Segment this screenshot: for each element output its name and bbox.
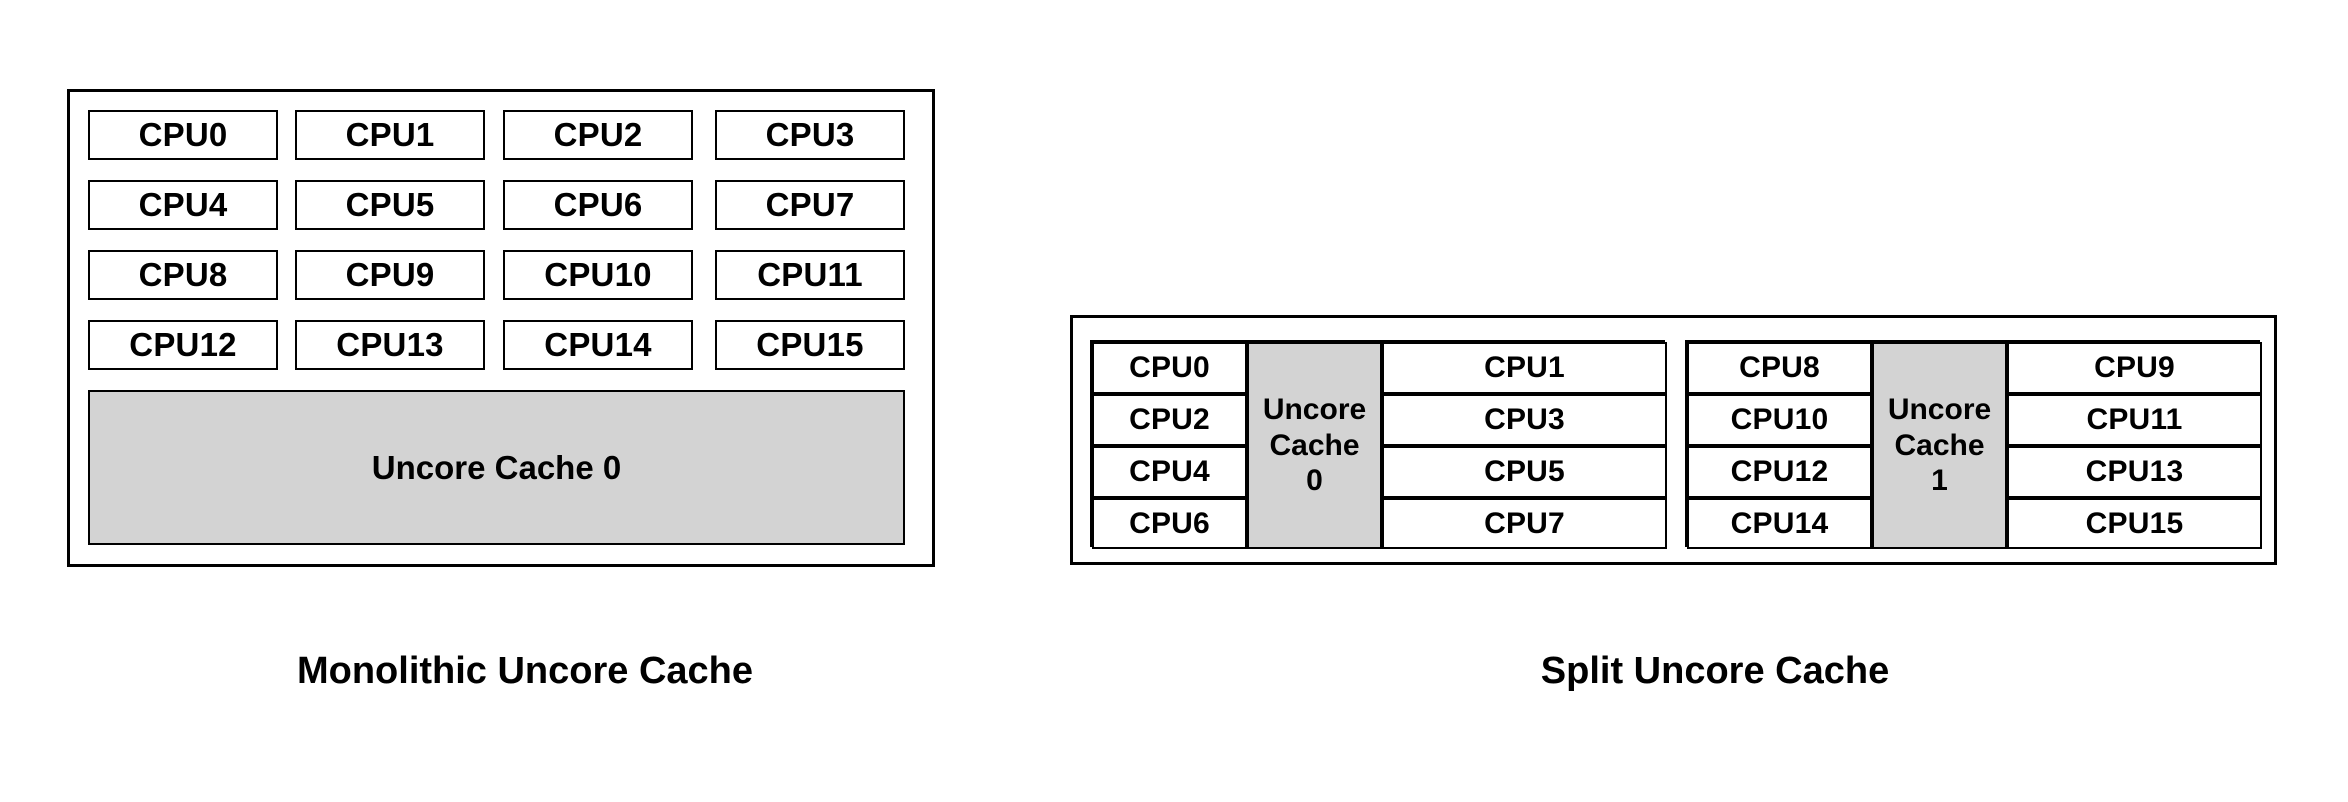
uncore-cache-label-line: 0 <box>1306 464 1323 498</box>
cpu-box: CPU2 <box>1092 394 1247 446</box>
cluster-group-1: CPU8 CPU10 CPU12 CPU14 Uncore Cache 1 CP… <box>1685 340 2262 549</box>
uncore-cache-label-line: 1 <box>1931 464 1948 498</box>
cpu-box: CPU14 <box>1687 498 1872 549</box>
cpu-box: CPU6 <box>1092 498 1247 549</box>
cpu-box: CPU9 <box>295 250 485 300</box>
split-package-outline: CPU0 CPU2 CPU4 CPU6 Uncore Cache 0 CPU1 … <box>1070 315 2277 565</box>
uncore-cache-label-line: Cache <box>1894 428 1985 462</box>
cpu-box: CPU1 <box>1382 342 1667 394</box>
cpu-box: CPU10 <box>503 250 693 300</box>
uncore-cache-block: Uncore Cache 0 <box>88 390 905 545</box>
uncore-cache-label-line: Uncore <box>1262 393 1367 427</box>
cpu-box: CPU4 <box>88 180 278 230</box>
cpu-box: CPU13 <box>295 320 485 370</box>
cpu-box: CPU7 <box>1382 498 1667 549</box>
cpu-box: CPU10 <box>1687 394 1872 446</box>
cpu-box: CPU8 <box>1687 342 1872 394</box>
cpu-box: CPU4 <box>1092 446 1247 498</box>
cpu-box: CPU7 <box>715 180 905 230</box>
cpu-box: CPU3 <box>1382 394 1667 446</box>
cpu-box: CPU3 <box>715 110 905 160</box>
cpu-box: CPU0 <box>1092 342 1247 394</box>
monolithic-uncore-cache-figure: CPU0 CPU1 CPU2 CPU3 CPU4 CPU5 CPU6 CPU7 … <box>0 0 1000 802</box>
cpu-box: CPU11 <box>2007 394 2262 446</box>
uncore-cache-block: Uncore Cache 1 <box>1872 342 2007 549</box>
uncore-cache-block: Uncore Cache 0 <box>1247 342 1382 549</box>
cpu-box: CPU14 <box>503 320 693 370</box>
uncore-cache-label-line: Uncore <box>1887 393 1992 427</box>
cpu-box: CPU12 <box>1687 446 1872 498</box>
cpu-box: CPU1 <box>295 110 485 160</box>
cpu-box: CPU15 <box>715 320 905 370</box>
cpu-box: CPU12 <box>88 320 278 370</box>
cpu-box: CPU6 <box>503 180 693 230</box>
uncore-cache-label-line: Cache <box>1269 428 1360 462</box>
figure-caption-monolithic: Monolithic Uncore Cache <box>296 650 754 692</box>
cpu-box: CPU13 <box>2007 446 2262 498</box>
cpu-box: CPU8 <box>88 250 278 300</box>
cpu-box: CPU5 <box>295 180 485 230</box>
cpu-box: CPU11 <box>715 250 905 300</box>
cpu-box: CPU0 <box>88 110 278 160</box>
cpu-box: CPU5 <box>1382 446 1667 498</box>
monolithic-package-outline: CPU0 CPU1 CPU2 CPU3 CPU4 CPU5 CPU6 CPU7 … <box>67 89 935 567</box>
cluster-group-0: CPU0 CPU2 CPU4 CPU6 Uncore Cache 0 CPU1 … <box>1090 340 1667 549</box>
figure-caption-split: Split Uncore Cache <box>1540 650 1890 692</box>
cpu-box: CPU15 <box>2007 498 2262 549</box>
cpu-box: CPU2 <box>503 110 693 160</box>
cpu-box: CPU9 <box>2007 342 2262 394</box>
